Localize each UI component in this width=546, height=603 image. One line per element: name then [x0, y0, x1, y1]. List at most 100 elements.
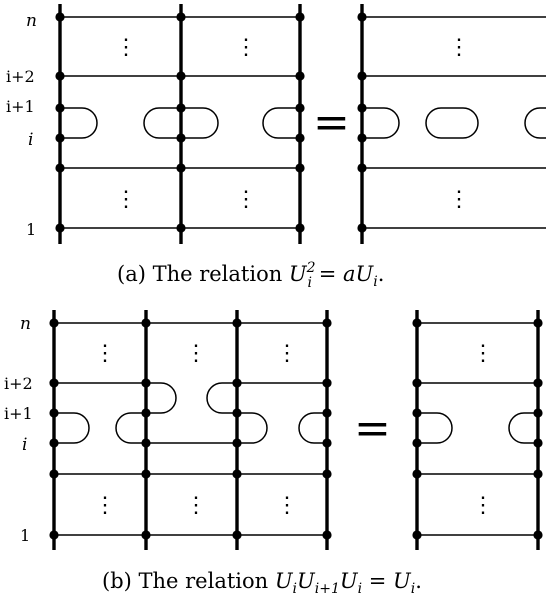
node: [232, 530, 242, 540]
closed-loop: [143, 107, 219, 139]
cap-arc: [262, 107, 300, 139]
vertical-ellipsis: ⋮: [472, 493, 494, 518]
row-label-n: n: [20, 314, 31, 334]
cap-arc: [115, 412, 146, 444]
right-side-wires: [362, 16, 546, 229]
node: [49, 469, 59, 479]
node: [412, 318, 422, 328]
node: [533, 469, 543, 479]
row-label-i-plus-1: i+1: [4, 404, 33, 423]
node: [232, 469, 242, 479]
cup-arc: [417, 412, 453, 444]
node: [176, 133, 186, 143]
node: [412, 530, 422, 540]
node: [141, 530, 151, 540]
node: [533, 408, 543, 418]
node: [55, 12, 65, 22]
node: [49, 408, 59, 418]
node: [176, 103, 186, 113]
left-side-poles: [52, 310, 329, 550]
node: [176, 12, 186, 22]
node: [55, 71, 65, 81]
node: [49, 530, 59, 540]
node: [322, 438, 332, 448]
node: [412, 438, 422, 448]
equals-sign: =: [354, 403, 391, 454]
node: [232, 408, 242, 418]
node: [322, 530, 332, 540]
node: [55, 133, 65, 143]
vertical-ellipsis: ⋮: [448, 187, 470, 212]
node: [412, 469, 422, 479]
row-label-i-plus-2: i+2: [6, 67, 35, 86]
cup-arc: [146, 382, 177, 414]
node: [295, 71, 305, 81]
node: [533, 438, 543, 448]
node: [141, 469, 151, 479]
node: [322, 408, 332, 418]
node: [357, 103, 367, 113]
node: [322, 318, 332, 328]
vertical-ellipsis: ⋮: [115, 187, 137, 212]
vertical-ellipsis: ⋮: [185, 341, 207, 366]
row-label-1: 1: [26, 220, 36, 239]
node: [295, 12, 305, 22]
node: [176, 163, 186, 173]
right-side-nodes: [412, 318, 543, 540]
node: [141, 408, 151, 418]
node: [295, 103, 305, 113]
vertical-ellipsis: ⋮: [94, 341, 116, 366]
cap-arc: [508, 412, 538, 444]
cup-arc: [60, 107, 98, 139]
node: [295, 133, 305, 143]
node: [357, 71, 367, 81]
row-label-n: n: [26, 11, 37, 31]
node: [533, 318, 543, 328]
cup-arc: [362, 107, 400, 139]
cup-arc: [54, 412, 90, 444]
vertical-ellipsis: ⋮: [276, 493, 298, 518]
vertical-ellipsis: ⋮: [235, 35, 257, 60]
node: [232, 438, 242, 448]
node: [232, 318, 242, 328]
node: [55, 223, 65, 233]
node: [295, 163, 305, 173]
cap-arc: [524, 107, 546, 139]
node: [322, 378, 332, 388]
row-label-i-plus-1: i+1: [6, 97, 35, 116]
node: [295, 223, 305, 233]
left-side-poles: [58, 4, 302, 244]
node: [357, 12, 367, 22]
vertical-ellipsis: ⋮: [276, 341, 298, 366]
node: [141, 378, 151, 388]
node: [412, 378, 422, 388]
left-side-wires: [54, 322, 327, 536]
diagram-b: n i+2 i+1 i 1: [4, 310, 543, 597]
cup-arc: [237, 412, 268, 444]
vertical-ellipsis: ⋮: [448, 35, 470, 60]
node: [412, 408, 422, 418]
row-label-i: i: [28, 130, 33, 150]
closed-loop: [425, 107, 479, 139]
node: [49, 438, 59, 448]
cap-arc: [298, 412, 327, 444]
node: [55, 103, 65, 113]
node: [232, 378, 242, 388]
right-side-nodes: [357, 12, 367, 233]
node: [176, 223, 186, 233]
cap-arc: [206, 382, 237, 414]
node: [55, 163, 65, 173]
node: [533, 378, 543, 388]
node: [49, 318, 59, 328]
vertical-ellipsis: ⋮: [94, 493, 116, 518]
vertical-ellipsis: ⋮: [115, 35, 137, 60]
diagram-a: n i+2 i+1 i 1: [6, 4, 546, 291]
left-side-nodes: [55, 12, 305, 233]
node: [176, 71, 186, 81]
node: [49, 378, 59, 388]
left-side-nodes: [49, 318, 332, 540]
row-label-i-plus-2: i+2: [4, 374, 33, 393]
row-label-1: 1: [20, 526, 30, 545]
